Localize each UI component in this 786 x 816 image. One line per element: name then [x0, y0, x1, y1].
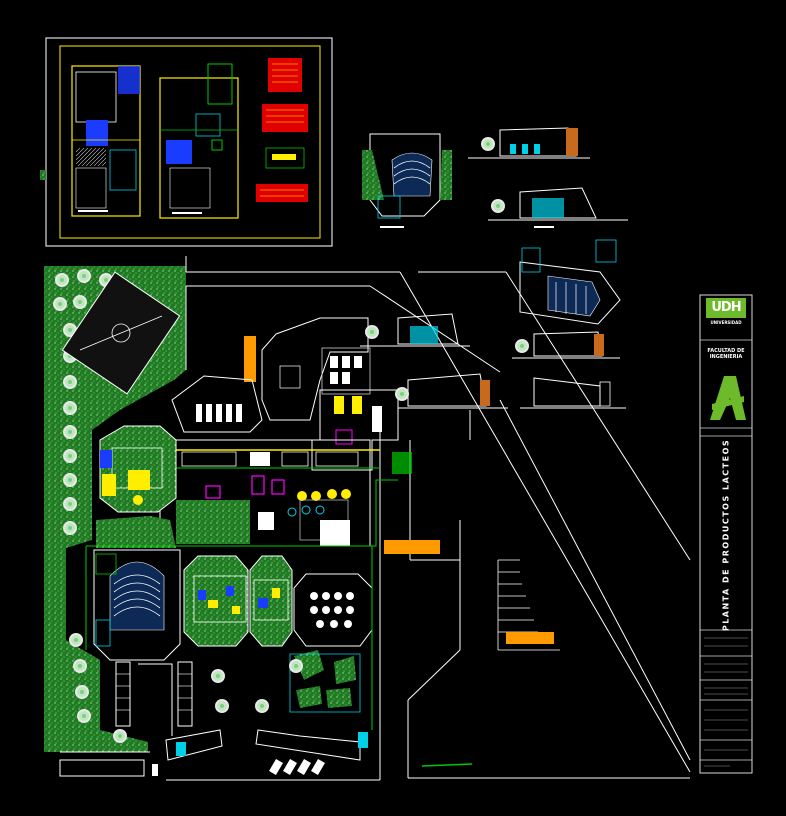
octagon-lab-north [99, 425, 177, 513]
elevation-5 [360, 313, 470, 347]
admin-building-north [244, 317, 371, 421]
south-cars [152, 758, 325, 776]
elevation-1 [468, 127, 590, 159]
entrance-wing-north-west [171, 375, 263, 433]
plan-detail-right [519, 239, 621, 325]
south-courtyard-gardens [289, 650, 361, 713]
detail-plan-right [159, 63, 239, 219]
detail-legend-red [256, 58, 308, 202]
truck-center [384, 540, 440, 554]
green-marker-line [421, 763, 473, 767]
elevation-2 [488, 187, 628, 228]
elevation-6 [395, 373, 508, 409]
detail-plan-left [71, 65, 141, 217]
university-name: UNIVERSIDAD [710, 320, 742, 325]
site-boundary-lines [185, 256, 691, 780]
west-lawn [44, 266, 186, 752]
university-logo: UDH [706, 298, 746, 318]
title-block-frame [699, 294, 753, 774]
octagon-block-center-left [183, 555, 249, 647]
elevation-4 [520, 377, 626, 409]
project-title: PLANTA DE PRODUCTOS LACTEOS [721, 438, 731, 632]
south-road [59, 729, 380, 781]
upper-corridors [311, 389, 412, 474]
auditorium-west [93, 549, 181, 661]
south-parking [115, 661, 193, 736]
auditorium-plan-detail [362, 133, 452, 228]
green-service-lines [85, 479, 398, 730]
south-trees [211, 659, 303, 713]
cafeteria-block [293, 573, 373, 647]
sports-court [61, 271, 181, 395]
faculty-logo-icon [710, 376, 746, 420]
elevation-3 [512, 331, 620, 359]
truck-east [506, 632, 554, 644]
octagon-block-center-right [249, 555, 293, 647]
faculty-name: FACULTAD DE INGENIERIA [707, 348, 745, 360]
west-lawn-block [96, 500, 250, 548]
detail-sheet-frame [45, 37, 333, 247]
detail-small-grass [40, 170, 46, 180]
